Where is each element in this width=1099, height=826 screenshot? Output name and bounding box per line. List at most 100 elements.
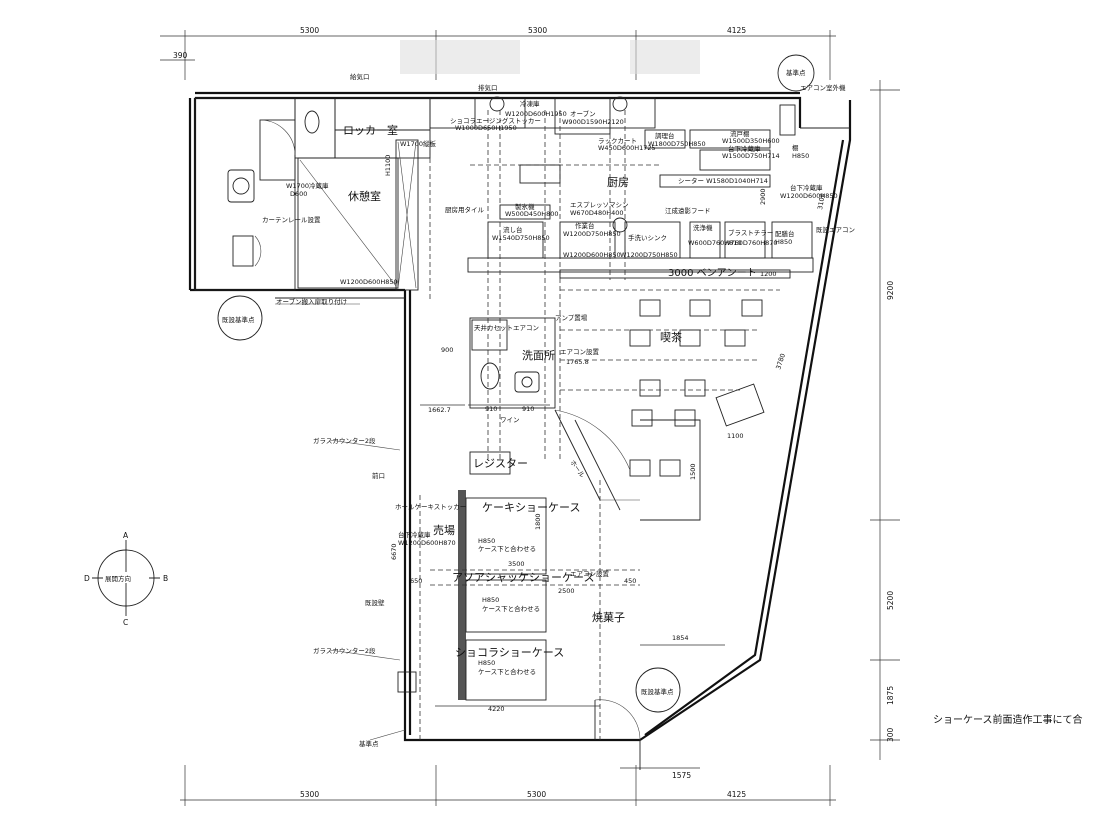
- label-w760: W760D760H870: [724, 239, 778, 247]
- label-h850b: H850: [775, 238, 792, 246]
- label-dim1100: 1100: [727, 432, 744, 440]
- label-aircon: エアコン設置: [560, 347, 600, 356]
- outer-walls: [188, 91, 852, 770]
- compass-north: A: [123, 531, 129, 540]
- right-dim-2: 5200: [886, 591, 895, 610]
- label-case-match: ケース下と合わせる: [478, 544, 536, 553]
- label-range-hood: 江成遠影フード: [665, 206, 711, 215]
- compass-west: D: [84, 574, 90, 583]
- label-exhaust2: 排気口: [478, 83, 498, 92]
- label-dim1854: 1854: [672, 634, 689, 642]
- label-cake-stocker: ホールケーキストッカー: [395, 503, 466, 511]
- label-washer: 洗浄機: [693, 223, 713, 232]
- label-h1100: H1100: [384, 155, 392, 176]
- compass-east: B: [163, 574, 168, 583]
- label-h850e: H850: [478, 659, 495, 667]
- label-glass-counter-2: ガラスカウンター2段: [313, 646, 376, 655]
- label-w1700: W1700縦板: [400, 139, 436, 148]
- top-left-dim: 390: [173, 51, 188, 60]
- label-w1200-counter: W1200D600H850: [340, 278, 398, 286]
- label-case-match2: ケース下と合わせる: [482, 604, 540, 613]
- cafe-area: 3000 ベンアンート 1200 喫茶 アンプ置場 エアコン設置 1765.8 …: [555, 188, 827, 521]
- bottom-dim-1: 5300: [300, 790, 319, 799]
- label-entrance: 前口: [372, 471, 385, 480]
- label-dim3780: 3780: [774, 352, 787, 370]
- label-delivery: 配膳台: [775, 229, 795, 238]
- label-w1200d: W1200D600H850: [563, 251, 621, 259]
- label-ice-machine: 製氷機: [515, 202, 535, 211]
- label-h850c: H850: [478, 537, 495, 545]
- label-dim1662: 1662.7: [428, 406, 451, 414]
- label-sink-table: 流戸棚: [730, 129, 750, 138]
- label-oven-bring: オーブン搬入扉取り付け: [276, 297, 347, 306]
- label-glass-counter-1: ガラスカウンター2段: [313, 436, 376, 445]
- room-rest: 休憩室: [348, 189, 381, 203]
- top-dim-1: 5300: [300, 26, 319, 35]
- label-dim910a: 910: [485, 405, 497, 413]
- label-work-table: 調理台: [655, 131, 675, 140]
- label-blast-chiller: ブラストチラー: [728, 228, 773, 237]
- label-existing-wall: 既設壁: [365, 598, 385, 607]
- label-dim910b: 910: [522, 405, 534, 413]
- label-ceiling-aircon: 天井カセットエアコン: [474, 323, 539, 332]
- label-aircon2: エアコン設置: [570, 569, 610, 578]
- label-shelf: 棚: [792, 143, 799, 152]
- label-oven: オーブン: [570, 109, 596, 118]
- label-freezer: 冷凍庫: [520, 99, 540, 108]
- label-lamp: アンプ置場: [555, 313, 588, 322]
- label-heater: シーター W1580D1040H714: [678, 176, 768, 185]
- label-w1200c: W1200D750H850: [563, 230, 621, 238]
- label-gap: ホール: [568, 459, 586, 480]
- right-dim-3: 1875: [886, 686, 895, 705]
- room-register: レジスター: [473, 457, 528, 470]
- note-showcase: ショーケース前面造作工事にて合: [933, 713, 1083, 726]
- right-dim-4: 300: [886, 727, 895, 742]
- label-h850d: H850: [482, 596, 499, 604]
- label-aircon3: 既設エアコン: [816, 225, 855, 234]
- room-chocolat-case: ショコラショーケース: [455, 646, 564, 659]
- label-w1200: W1200D600H1950: [505, 110, 567, 118]
- label-counter: 3000 ベンアンート: [668, 267, 757, 279]
- top-dim-2: 5300: [528, 26, 547, 35]
- room-washroom: 洗面所: [522, 349, 555, 362]
- label-sink: 流し台: [503, 225, 523, 234]
- stamps: [400, 40, 700, 74]
- bottom-dim-3: 4125: [727, 790, 746, 799]
- label-w500: W500D450H800: [505, 210, 559, 218]
- compass-caption: 展開方向: [105, 574, 131, 583]
- label-w1000: W1000D650H1950: [455, 124, 517, 132]
- bottom-right-dim: 1575: [672, 771, 691, 780]
- compass: 展開方向 A B C D: [84, 531, 168, 627]
- label-w1540: W1540D750H850: [492, 234, 550, 242]
- washroom-area: 洗面所 天井カセットエアコン 900 910 910 ワイン 1662.7: [420, 317, 556, 424]
- reference-points: 既設基準点 基準点 既設基準点: [217, 54, 815, 713]
- label-dim1800: 1800: [534, 513, 542, 530]
- label-w900: W900D1590H2120: [562, 118, 624, 126]
- label-w1200e: W1200D750H850: [620, 251, 678, 259]
- room-kitchen: 厨房: [607, 176, 629, 189]
- label-espresso: エスプレッソマシン: [570, 201, 629, 209]
- label-base-point3: 既設基準点: [222, 315, 255, 324]
- top-dim-3: 4125: [727, 26, 746, 35]
- room-baked-goods: 焼菓子: [592, 611, 625, 624]
- label-dim900: 900: [441, 346, 453, 354]
- label-hand-sink: 手洗いシンク: [628, 233, 667, 242]
- label-kitchen-tile: 厨房用タイル: [445, 205, 485, 214]
- label-w1700b: W1700冷蔵庫: [286, 181, 329, 190]
- label-base-point4: 既設基準点: [641, 687, 674, 696]
- room-sales: 売場: [433, 524, 455, 537]
- label-sink2: 作業台: [575, 221, 595, 230]
- label-dim3500: 3500: [508, 560, 525, 568]
- label-dim650: 650: [410, 577, 422, 585]
- label-w1800: W1800D750H850: [648, 140, 706, 148]
- label-aircon-unit: エアコン室外機: [800, 83, 846, 92]
- label-base-point: 基準点: [359, 739, 379, 748]
- label-w1200b: W1200D600H850: [780, 192, 838, 200]
- right-dimension: 9200 5200 1875 300: [870, 80, 900, 760]
- label-w1500: W1500D350H600: [722, 137, 780, 145]
- left-annotations: ガラスカウンター2段 ガラスカウンター2段 既設壁 前口 基準点: [313, 436, 417, 748]
- label-choco-stocker: ショコラエージングストッカー: [450, 116, 541, 125]
- room-cake-case: ケーキショーケース: [482, 501, 580, 514]
- room-lounge: 喫茶: [660, 331, 682, 344]
- label-case-match3: ケース下と合わせる: [478, 667, 536, 676]
